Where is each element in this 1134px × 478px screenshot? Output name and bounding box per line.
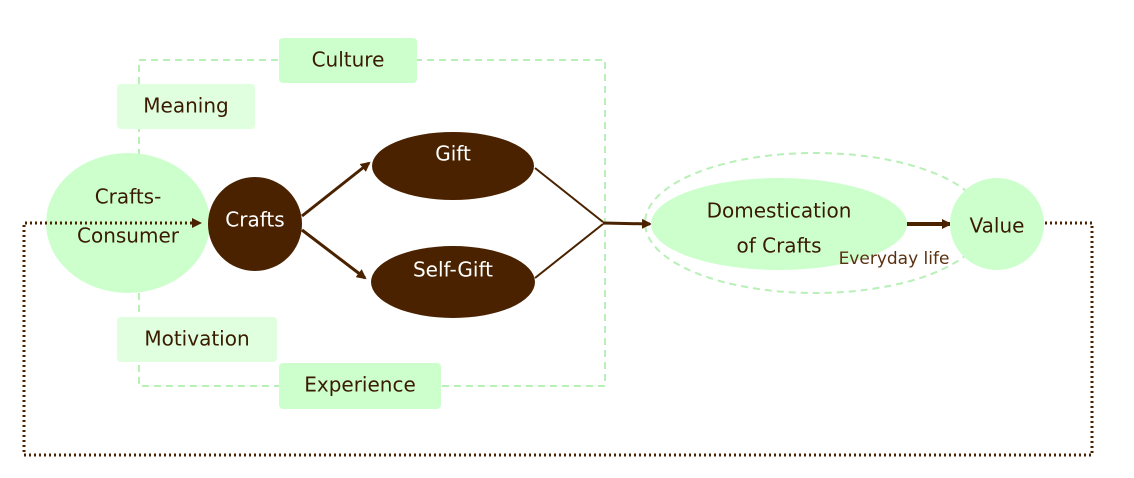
meaning-label: Meaning — [143, 94, 228, 118]
value-label: Value — [970, 214, 1025, 238]
crafts-node: Crafts — [208, 177, 302, 271]
crafts-consumer-line1: Crafts- — [95, 185, 162, 209]
motivation-label: Motivation — [144, 327, 249, 351]
to-domestication-arrow — [602, 218, 652, 229]
domestication-node: Domestication of Crafts — [651, 178, 907, 270]
self-gift-node: Self-Gift — [371, 246, 535, 318]
value-node: Value — [950, 178, 1044, 270]
culture-label: Culture — [312, 48, 385, 72]
crafts-consumer-node: Crafts- Consumer — [46, 153, 210, 293]
crafts-consumer-line2: Consumer — [77, 224, 180, 248]
crafts-to-self-gift-arrow — [301, 228, 367, 280]
self-gift-label: Self-Gift — [413, 258, 493, 282]
domestication-line2: of Crafts — [736, 234, 821, 258]
gift-label: Gift — [435, 142, 471, 166]
gift-node: Gift — [372, 132, 534, 200]
self-gift-converge-line — [534, 223, 604, 279]
crafts-to-gift-arrow — [301, 161, 371, 218]
crafts-label: Crafts — [225, 208, 284, 232]
experience-label-box: Experience — [279, 363, 441, 409]
culture-label-box: Culture — [279, 38, 417, 83]
experience-label: Experience — [304, 373, 416, 397]
meaning-label-box: Meaning — [117, 84, 255, 129]
gift-converge-line — [534, 167, 604, 223]
everyday-life-label: Everyday life — [839, 249, 950, 269]
motivation-label-box: Motivation — [117, 317, 277, 362]
domestication-line1: Domestication — [707, 199, 852, 223]
